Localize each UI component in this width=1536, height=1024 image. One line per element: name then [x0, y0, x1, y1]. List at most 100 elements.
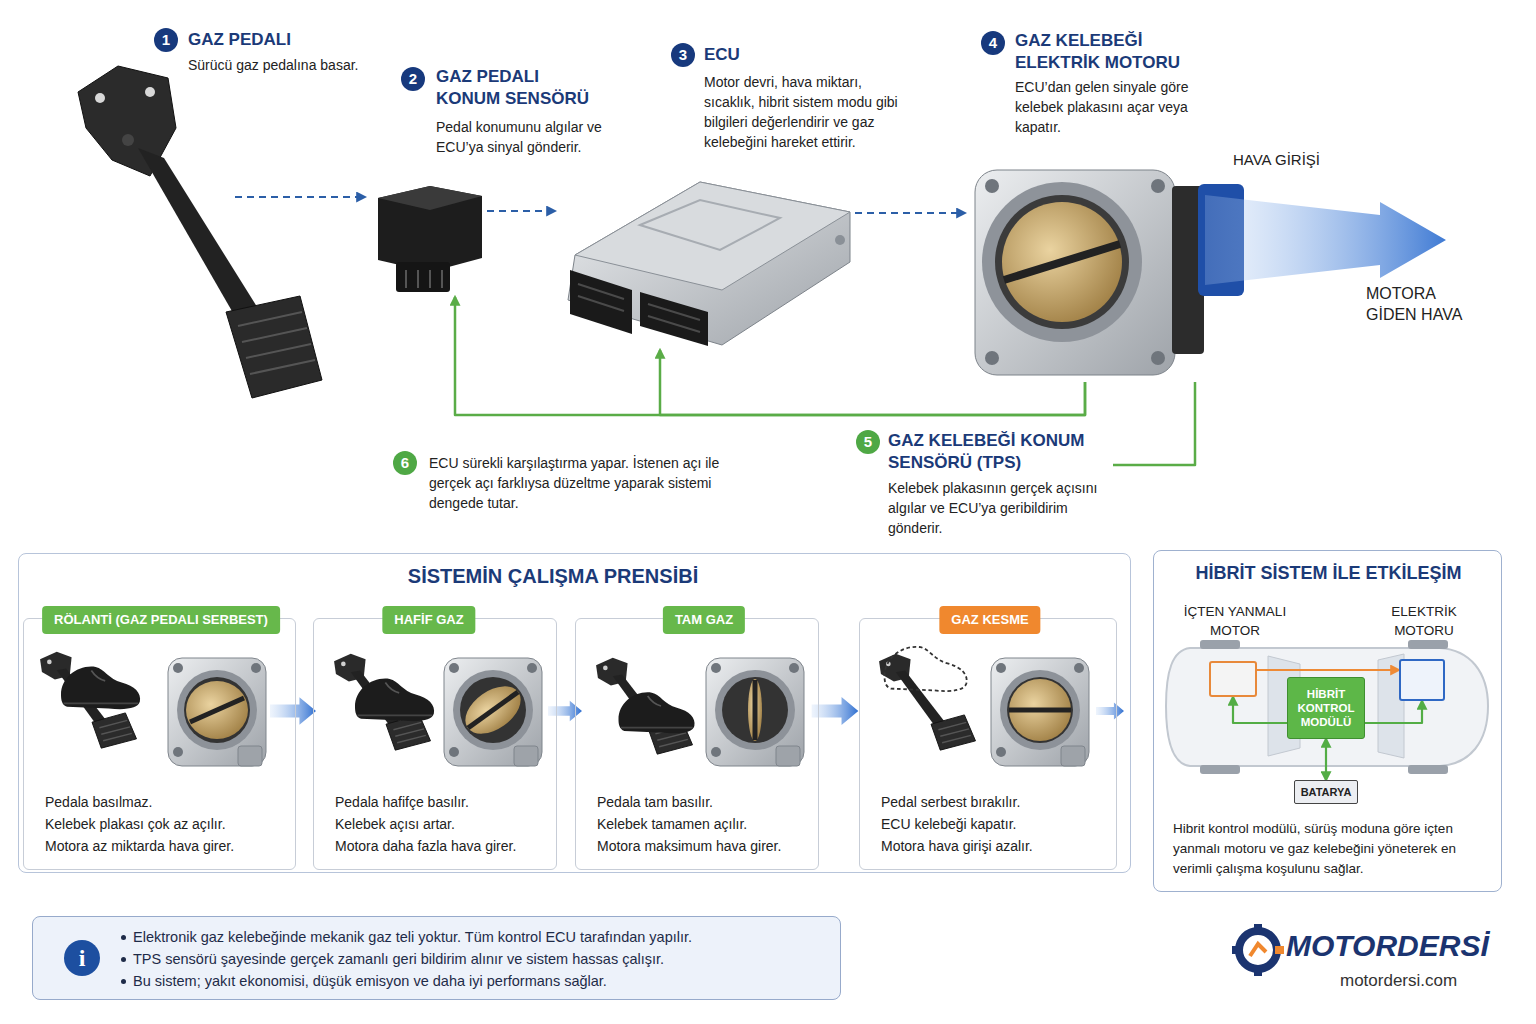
signal-arrow	[235, 196, 365, 198]
mode-panel: HAFİF GAZPedala hafifçe basılır.Kelebek …	[313, 618, 557, 870]
throttle-body-part	[985, 179, 999, 193]
body-text: Hibrit kontrol modülü, sürüş moduna göre…	[1173, 819, 1491, 879]
throttle-body-part	[1004, 244, 1120, 280]
throttle-body	[975, 170, 1244, 375]
heading-text: RÖLANTİ (GAZ PEDALI SERBEST)	[42, 606, 280, 634]
body-text: TPS sensörü şayesinde gerçek zamanlı ger…	[119, 949, 664, 969]
heading-text: GAZ KESME	[939, 606, 1040, 634]
heading-text: HİBRİT SİSTEM İLE ETKİLEŞİM	[1154, 561, 1503, 585]
feedback-line	[455, 297, 1085, 415]
accelerator-pedal-part	[122, 134, 134, 146]
heading-text: BATARYA	[1295, 785, 1357, 799]
heading-text: TAM GAZ	[663, 606, 745, 634]
section-panel: SİSTEMİN ÇALIŞMA PRENSİBİ RÖLANTİ (GAZ PE…	[18, 553, 1131, 873]
mode-illustrations-part	[706, 658, 804, 766]
battery-box: BATARYA	[1294, 780, 1358, 804]
logo-url: motordersi.com	[1340, 970, 1457, 992]
logo-gear-part	[1239, 931, 1277, 969]
ecu-unit-part	[835, 235, 845, 245]
heading-text: GAZ PEDALI KONUM SENSÖRÜ	[436, 66, 596, 110]
motor-block: ELEKTRİK MOTORU	[1399, 659, 1445, 701]
info-icon: i	[64, 940, 100, 976]
car-outline-part	[1200, 765, 1240, 774]
heading-text: ECU	[704, 44, 824, 66]
signal-arrow	[855, 212, 965, 214]
accelerator-pedal-part	[226, 296, 322, 398]
throttle-body-part	[1151, 351, 1165, 365]
throttle-body-part	[982, 182, 1142, 342]
pedal-component: GAZ PEDALISürücü gaz pedalına basar.	[70, 62, 235, 397]
throttle-body-part	[985, 351, 999, 365]
body-text: ECU’dan gelen sinyale göre kelebek plaka…	[1015, 77, 1205, 137]
callout-number: 4	[981, 31, 1005, 55]
accelerator-pedal-part	[95, 93, 105, 103]
ecu-unit	[568, 182, 850, 346]
mode-illustrations-part	[1009, 708, 1071, 713]
mode-illustrations-part	[186, 681, 248, 739]
air-label: HAVA GİRİŞİ	[1233, 150, 1320, 169]
feedback-line	[660, 350, 1085, 415]
info-box: Elektronik gaz kelebeğinde mekanik gaz t…	[32, 916, 841, 1000]
heading-text: HİBRİT KONTROL MODÜLÜ	[1288, 687, 1364, 729]
car-outline-part	[1408, 640, 1448, 649]
heading-text: Elektronik gaz kelebeğinde mekanik gaz t…	[119, 927, 692, 947]
heading-text: SİSTEMİN ÇALIŞMA PRENSİBİ	[301, 563, 805, 589]
heading-text: GAZ KELEBEĞİ KONUM SENSÖRÜ (TPS)	[888, 430, 1113, 474]
heading-text: GAZ PEDALI	[188, 29, 408, 51]
body-text: Pedal serbest bırakılır.	[881, 792, 1020, 812]
car-outline-part	[1408, 765, 1448, 774]
logo-gear-part	[1232, 946, 1241, 954]
body-text: Kelebek plakası çok az açılır.	[45, 814, 226, 834]
ecu-unit-part	[575, 182, 850, 290]
body-text: Sürücü gaz pedalına basar.	[188, 55, 373, 75]
mode-illustrations-part	[879, 654, 975, 750]
body-text: Kelebek plakasının gerçek açısını algıla…	[888, 478, 1098, 538]
power-line	[1257, 669, 1399, 671]
sensor-component: GAZ PEDALI KONUM SENSÖRÜPedal konumunu a…	[365, 182, 487, 297]
mode-panel: GAZ KESMEPedal serbest bırakılır.ECU kel…	[859, 618, 1117, 870]
logo-text: MOTORDERSİ	[1286, 928, 1489, 964]
body-text: Motor devri, hava miktarı, sıcaklık, hib…	[704, 72, 904, 152]
ecu-unit-part	[578, 284, 700, 332]
signal-arrow	[487, 210, 555, 212]
feedback-note: ECU sürekli karşılaştırma yapar. İstenen…	[429, 453, 724, 513]
throttle-body-part	[975, 170, 1175, 375]
mode-illustrations-part	[468, 692, 518, 728]
mode-illustrations-part	[991, 658, 1089, 766]
body-text: Motora maksimum hava girer.	[597, 836, 781, 856]
heading-text: ELEKTRİK MOTORU	[1369, 602, 1479, 640]
logo-gear-part	[1250, 944, 1266, 956]
mode-illustrations-part	[619, 692, 695, 733]
car-outline-part	[1200, 640, 1240, 649]
mode-illustrations-part	[457, 677, 530, 744]
mode-illustrations-part	[753, 680, 758, 740]
body-text: Motora hava girişi azalır.	[881, 836, 1033, 856]
body-text: Pedala tam basılır.	[597, 792, 713, 812]
logo-gear-part	[1275, 946, 1284, 954]
mode-illustrations	[40, 647, 1124, 766]
logo-gear-part	[1254, 967, 1262, 976]
pedal-sensor-part	[378, 186, 482, 272]
body-text: Pedala hafifçe basılır.	[335, 792, 469, 812]
body-text: Kelebek tamamen açılır.	[597, 814, 747, 834]
mode-illustrations-part	[168, 658, 266, 766]
ecu-unit-part	[568, 182, 850, 345]
mode-panel: RÖLANTİ (GAZ PEDALI SERBEST)Pedala basıl…	[23, 618, 296, 870]
accelerator-pedal-part	[238, 312, 315, 374]
pedal-sensor	[378, 186, 482, 292]
air-label: MOTORA GİDEN HAVA	[1366, 283, 1474, 325]
engine-block: İÇTEN YANMALI MOTOR	[1209, 661, 1257, 697]
ecu-unit-part	[570, 270, 632, 334]
pedal-sensor-part	[378, 186, 482, 210]
mode-illustrations-part	[355, 679, 434, 722]
hybrid-panel: HİBRİT SİSTEM İLE ETKİLEŞİM Hibrit kontro…	[1153, 550, 1502, 892]
accelerator-pedal-part	[138, 148, 264, 332]
feedback-line	[1113, 382, 1195, 465]
body-text: Motora az miktarda hava girer.	[45, 836, 234, 856]
airflow-arrow	[1205, 195, 1446, 285]
logo-gear	[1232, 924, 1284, 976]
callout-number: 6	[393, 451, 417, 475]
body-text: Pedala basılmaz.	[45, 792, 152, 812]
